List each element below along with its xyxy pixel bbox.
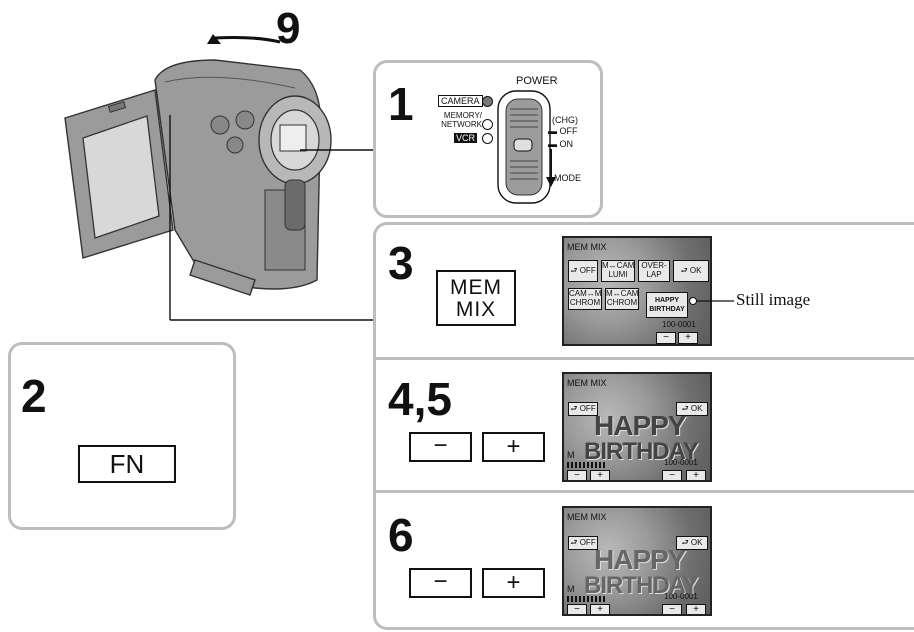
mem-mix-button[interactable]: MEM MIX xyxy=(436,270,516,326)
fn-panel: 2 FN xyxy=(8,342,236,530)
mix-minus-button[interactable]: − xyxy=(567,604,587,616)
step-2-number: 2 xyxy=(21,373,47,419)
image-counter: 100-0001 xyxy=(664,592,698,601)
chg-label: (CHG) xyxy=(552,115,578,125)
power-switch[interactable] xyxy=(494,89,554,207)
divider-1 xyxy=(376,357,914,360)
mix-minus-button[interactable]: − xyxy=(567,470,587,482)
mix-level-bar xyxy=(567,596,607,602)
screen-title: MEM MIX xyxy=(567,512,607,522)
memory-network-label: MEMORY/ NETWORK xyxy=(436,111,482,129)
vcr-lamp xyxy=(482,133,493,144)
mix-level-bar xyxy=(567,462,607,468)
off-label: ▬ OFF xyxy=(548,126,578,136)
on-label: ▬ ON xyxy=(548,139,573,149)
minus-button[interactable]: − xyxy=(409,432,472,462)
off-button[interactable]: ⮐ OFF xyxy=(568,260,598,282)
ok-button[interactable]: ⮐ OK xyxy=(673,260,709,282)
mix-level-label: M xyxy=(567,584,575,594)
mode-label: MODE xyxy=(554,173,581,183)
mix-plus-button[interactable]: + xyxy=(590,470,610,482)
step-6-number: 6 xyxy=(388,512,414,558)
vcr-mode-label: VCR xyxy=(454,133,477,143)
screen-title: MEM MIX xyxy=(567,242,607,252)
step-45-number: 4,5 xyxy=(388,376,452,422)
screen-minus-button[interactable]: − xyxy=(662,604,682,616)
divider-2 xyxy=(376,490,914,493)
image-counter: 100-0001 xyxy=(662,320,696,329)
camera-mode-label: CAMERA xyxy=(438,95,483,107)
mix-plus-button[interactable]: + xyxy=(590,604,610,616)
still-image-label: Still image xyxy=(736,290,810,310)
overlap-button[interactable]: OVER-LAP xyxy=(638,260,670,282)
power-label: POWER xyxy=(516,75,558,87)
mix-level-label: M xyxy=(567,450,575,460)
camera-lamp xyxy=(482,96,493,107)
image-counter: 100-0001 xyxy=(664,458,698,467)
power-switch-panel: 1 POWER CAMERA MEMORY/ NETWORK VCR (CHG)… xyxy=(373,60,603,218)
plus-button[interactable]: + xyxy=(482,568,545,598)
memory-lamp xyxy=(482,119,493,130)
still-image-pointer xyxy=(688,296,734,306)
screen-plus-button[interactable]: + xyxy=(678,332,698,344)
screen-title: MEM MIX xyxy=(567,378,607,388)
screen-plus-button[interactable]: + xyxy=(686,470,706,482)
minus-button[interactable]: − xyxy=(409,568,472,598)
screen-minus-button[interactable]: − xyxy=(662,470,682,482)
fn-button[interactable]: FN xyxy=(78,445,176,483)
lcd-screen-step45: MEM MIX ⮐ OFF ⮐ OK HAPPY BIRTHDAY M 100-… xyxy=(562,372,712,482)
screen-minus-button[interactable]: − xyxy=(656,332,676,344)
plus-button[interactable]: + xyxy=(482,432,545,462)
step-3-number: 3 xyxy=(388,240,414,286)
step-1-number: 1 xyxy=(388,81,414,127)
screen-plus-button[interactable]: + xyxy=(686,604,706,616)
lcd-screen-step6: MEM MIX ⮐ OFF ⮐ OK HAPPY BIRTHDAY M 100-… xyxy=(562,506,712,616)
